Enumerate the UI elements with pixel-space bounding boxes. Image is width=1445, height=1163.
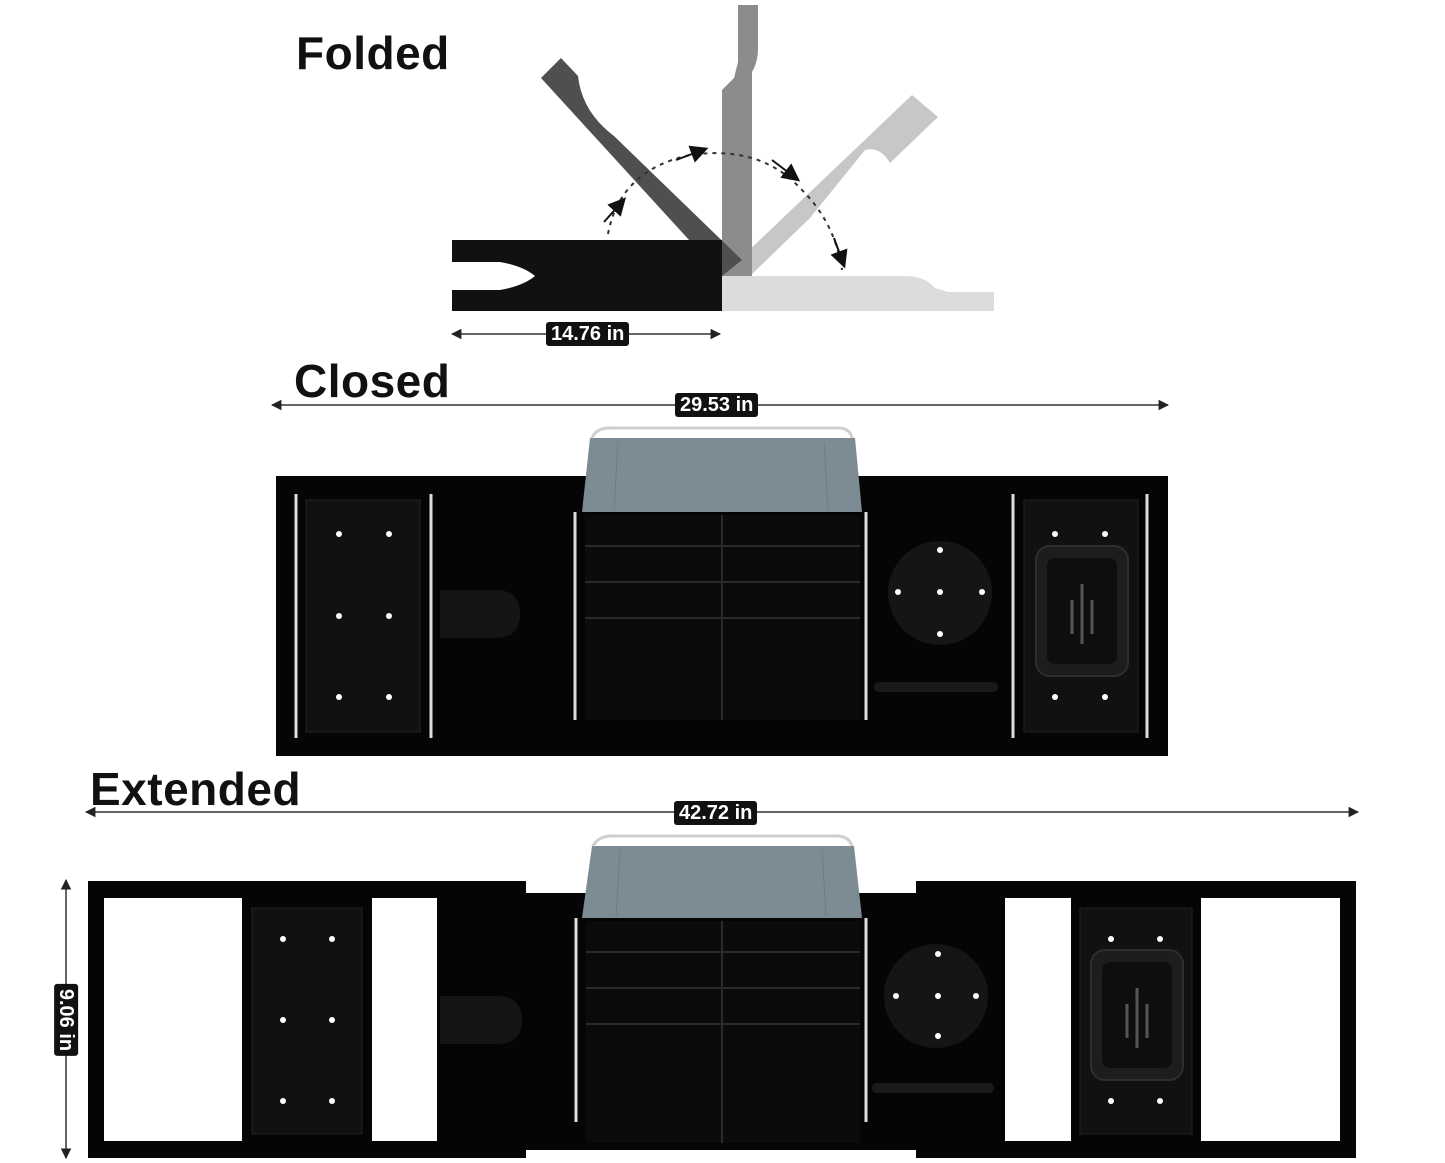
extended-left-holes (280, 936, 335, 1104)
extended-glass-holes (893, 951, 979, 1039)
fold-arrow-4 (830, 237, 848, 269)
fold-arrow-1 (603, 197, 626, 223)
closed-glass-holes (895, 547, 985, 637)
fold-panel-vertical (722, 5, 758, 276)
closed-left-holes (336, 531, 392, 700)
closed-left-compartment (305, 499, 421, 733)
closed-right-holes (1052, 531, 1108, 700)
fold-panel-right-flat (722, 276, 994, 311)
extended-tablet-screen (582, 846, 862, 918)
fold-arrow-3 (771, 159, 801, 182)
extended-width-dimension-label: 42.72 in (674, 801, 758, 825)
extended-illustration (60, 806, 1360, 1160)
extended-right-holes (1108, 936, 1163, 1104)
folded-illustration (450, 5, 994, 340)
fold-panel-base (452, 240, 722, 311)
folded-dimension-label: 14.76 in (546, 322, 630, 346)
folded-title: Folded (296, 27, 450, 79)
fold-motion-arc (607, 152, 843, 271)
closed-wine-slot (440, 590, 520, 638)
closed-illustration (270, 399, 1170, 756)
extended-wine-slot (440, 996, 522, 1044)
closed-dimension-label: 29.53 in (675, 393, 759, 417)
fold-panel-light (722, 95, 938, 276)
closed-phone-slot (874, 682, 998, 692)
extended-left-compartment (251, 907, 363, 1135)
extended-depth-dimension-label: 9.06 in (54, 983, 79, 1057)
fold-arrow-2 (675, 145, 709, 163)
fold-panel-dark (541, 58, 742, 276)
extended-title: Extended (90, 763, 302, 815)
extended-phone-slot (872, 1083, 994, 1093)
closed-tablet-screen (582, 438, 862, 512)
closed-title: Closed (294, 355, 451, 407)
